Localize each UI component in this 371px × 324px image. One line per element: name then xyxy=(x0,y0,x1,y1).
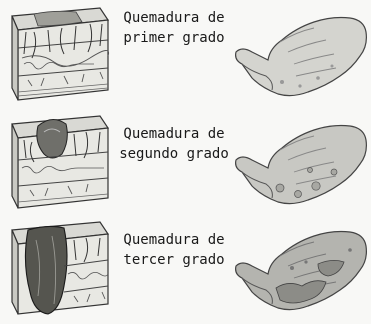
third-degree-row: Quemadura de tercer grado xyxy=(0,216,371,320)
third-degree-caption-line1: Quemadura de xyxy=(123,232,225,248)
second-degree-hand-illustration xyxy=(235,124,367,205)
third-degree-caption-line2: tercer grado xyxy=(123,252,225,268)
second-degree-row: Quemadura de segundo grado xyxy=(0,110,371,214)
second-degree-caption-line1: Quemadura de xyxy=(123,126,225,142)
second-degree-caption-line2: segundo grado xyxy=(119,146,229,162)
first-degree-caption-line2: primer grado xyxy=(123,30,225,46)
second-degree-skin-section xyxy=(11,115,110,209)
third-degree-caption: Quemadura de tercer grado xyxy=(112,230,236,270)
second-degree-caption: Quemadura de segundo grado xyxy=(112,124,236,164)
first-degree-hand-illustration xyxy=(235,16,367,97)
first-degree-row: Quemadura de primer grado xyxy=(0,2,371,106)
third-degree-hand-illustration xyxy=(235,230,367,311)
third-degree-skin-section xyxy=(11,221,110,315)
first-degree-caption-line1: Quemadura de xyxy=(123,10,225,26)
first-degree-caption: Quemadura de primer grado xyxy=(112,8,236,48)
first-degree-skin-section xyxy=(11,7,110,101)
